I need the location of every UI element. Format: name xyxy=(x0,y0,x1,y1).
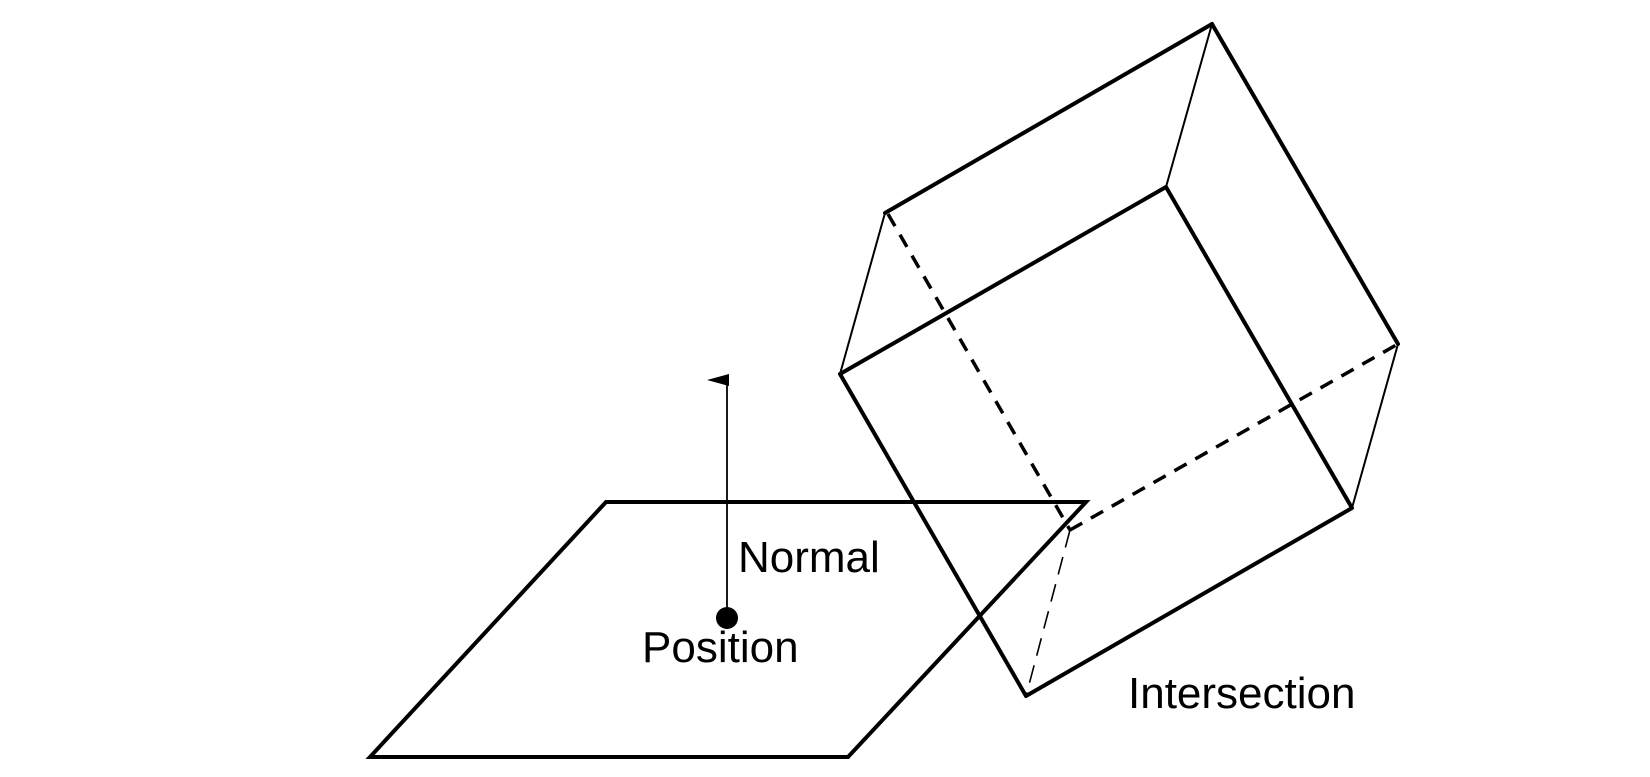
plane xyxy=(365,500,1091,759)
cube-edge-connect-right xyxy=(1351,343,1399,509)
hidden-edge-diagonal xyxy=(1069,342,1399,532)
cube-edge-right xyxy=(1210,22,1400,346)
position-point xyxy=(716,607,738,629)
position-label: Position xyxy=(642,623,799,672)
hidden-edge-thin xyxy=(1025,529,1071,697)
cube-edge-top xyxy=(883,22,1214,215)
hidden-edge-vertical xyxy=(886,213,1072,531)
cube xyxy=(838,22,1400,698)
cube-edge-connect-top xyxy=(1165,23,1213,188)
cube-edge-connect-left xyxy=(839,212,886,375)
cube-hidden-edges xyxy=(886,213,1399,697)
normal-label: Normal xyxy=(738,533,880,582)
intersection-label: Intersection xyxy=(1128,669,1355,718)
